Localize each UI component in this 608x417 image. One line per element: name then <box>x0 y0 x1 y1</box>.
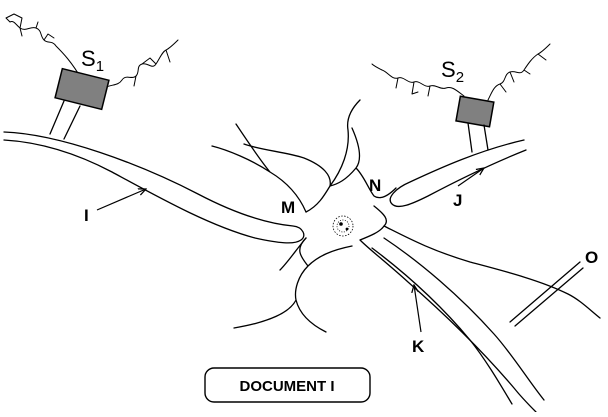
label-i: I <box>84 206 89 225</box>
stimulator-s1-wire-right <box>103 39 179 89</box>
label-k: K <box>412 337 425 356</box>
stimulator-s2-wire-right <box>487 43 551 101</box>
stimulator-s1-leg-left <box>49 100 65 135</box>
arrow-k <box>414 285 422 333</box>
dendrite-top-left <box>211 123 307 213</box>
label-n: N <box>369 176 381 195</box>
stimulator-s2-leg-right <box>483 124 489 151</box>
dendrite-left-lower <box>279 237 307 271</box>
neuron <box>3 99 601 413</box>
label-o: O <box>585 248 598 267</box>
stimulator-s2: S2 <box>371 43 551 153</box>
stimulator-s1-leg-right <box>63 105 81 140</box>
stimulator-s2-wire-left <box>371 63 465 97</box>
caption-box: DOCUMENT I <box>204 367 371 403</box>
stimulator-s2-electrode <box>455 95 495 128</box>
stimulator-s1: S1 <box>5 13 179 140</box>
label-m: M <box>281 198 295 217</box>
fiber-j <box>389 139 527 208</box>
stimulator-s2-leg-left <box>467 122 473 153</box>
nucleus <box>332 215 354 237</box>
caption-text: DOCUMENT I <box>240 378 335 395</box>
stimulator-s2-label: S2 <box>441 57 464 86</box>
label-j-group: J <box>453 168 484 210</box>
label-i-group: I <box>84 189 146 225</box>
label-k-group: K <box>412 285 425 356</box>
stimulator-s1-wire-left <box>5 13 83 81</box>
fiber-k <box>371 237 545 405</box>
electrode-o <box>509 261 584 327</box>
label-j: J <box>453 191 462 210</box>
stimulator-s1-electrode <box>54 67 110 111</box>
soma <box>233 127 601 413</box>
arrow-i <box>96 189 146 211</box>
fiber-i <box>3 131 305 244</box>
stimulator-s1-label: S1 <box>81 46 104 75</box>
dendrite-top <box>329 99 361 187</box>
arrow-j <box>457 168 484 187</box>
